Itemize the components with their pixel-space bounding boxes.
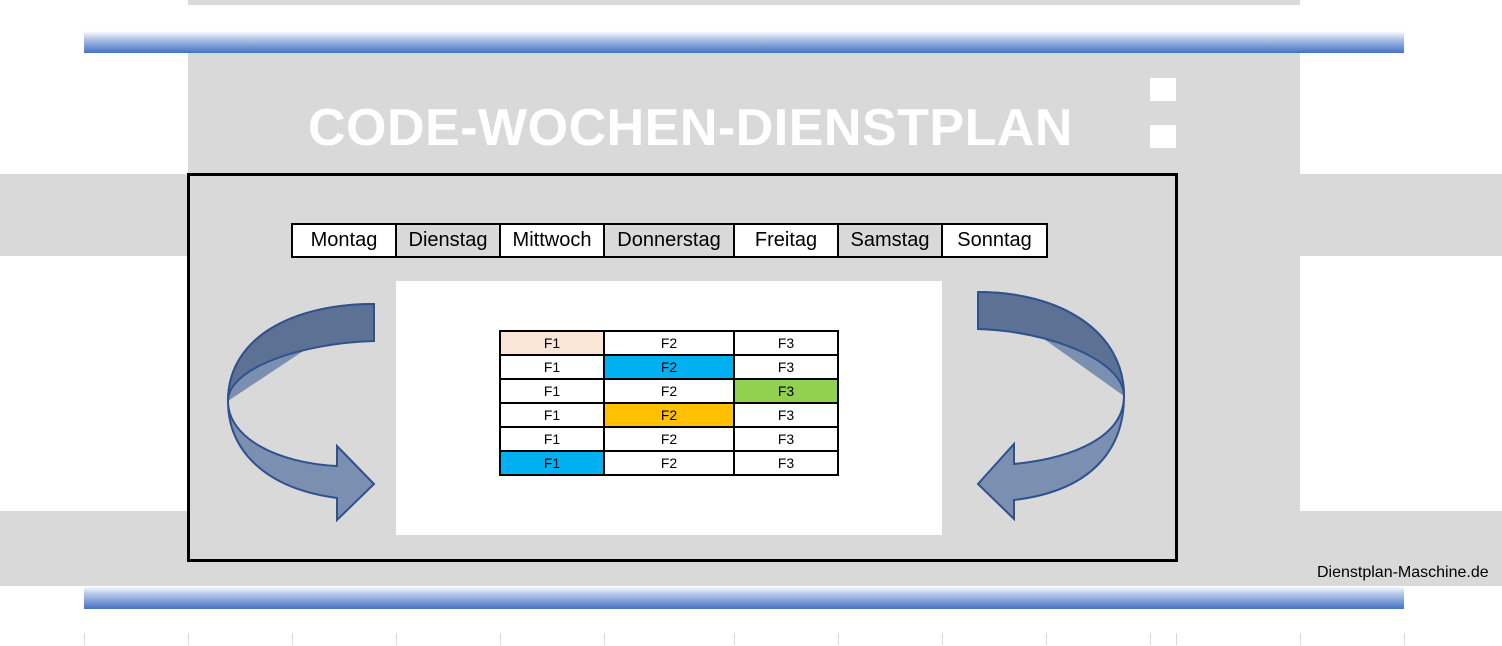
column-tick xyxy=(734,633,735,645)
right-band-bottom xyxy=(1300,511,1502,586)
code-cell[interactable]: F1 xyxy=(499,330,605,356)
column-tick xyxy=(1046,633,1047,645)
column-tick xyxy=(838,633,839,645)
top-divider xyxy=(188,0,1300,5)
header-panel xyxy=(188,53,1300,174)
top-blue-bar xyxy=(84,31,1404,53)
weekday-thursday[interactable]: Donnerstag xyxy=(605,225,735,256)
code-cell[interactable]: F3 xyxy=(733,354,839,380)
code-cell[interactable]: F1 xyxy=(499,378,605,404)
right-column xyxy=(1178,174,1300,586)
bottom-blue-bar xyxy=(84,586,1404,609)
column-tick xyxy=(1300,633,1301,645)
code-cell[interactable]: F2 xyxy=(603,402,735,428)
code-cell[interactable]: F1 xyxy=(499,426,605,452)
code-cell[interactable]: F2 xyxy=(603,354,735,380)
weekday-friday[interactable]: Freitag xyxy=(735,225,839,256)
weekday-tuesday[interactable]: Dienstag xyxy=(397,225,501,256)
weekday-wednesday[interactable]: Mittwoch xyxy=(501,225,605,256)
code-cell[interactable]: F2 xyxy=(603,330,735,356)
code-cell[interactable]: F3 xyxy=(733,426,839,452)
column-tick xyxy=(500,633,501,645)
weekday-sunday[interactable]: Sonntag xyxy=(957,229,1032,251)
column-tick xyxy=(292,633,293,645)
code-cell[interactable]: F1 xyxy=(499,450,605,476)
code-cell[interactable]: F1 xyxy=(499,402,605,428)
page-title: CODE-WOCHEN-DIENSTPLAN xyxy=(308,99,1073,157)
footer-website: Dienstplan-Maschine.de xyxy=(1317,564,1489,581)
code-cell[interactable]: F2 xyxy=(603,378,735,404)
weekday-monday[interactable]: Montag xyxy=(293,225,397,256)
bottom-strip xyxy=(188,562,1178,586)
code-cell[interactable]: F3 xyxy=(733,330,839,356)
column-tick xyxy=(188,633,189,645)
column-tick xyxy=(1150,633,1151,645)
code-cell[interactable]: F1 xyxy=(499,354,605,380)
white-square-1 xyxy=(1150,78,1176,101)
column-tick xyxy=(604,633,605,645)
left-rotate-arrow-icon xyxy=(226,302,376,523)
white-square-2 xyxy=(1150,125,1176,148)
code-cell[interactable]: F2 xyxy=(603,426,735,452)
weekday-saturday[interactable]: Samstag xyxy=(839,225,943,256)
code-cell[interactable]: F3 xyxy=(733,378,839,404)
right-band-top xyxy=(1300,174,1502,256)
left-band-bottom xyxy=(0,511,188,586)
column-tick xyxy=(1176,633,1177,645)
weekday-row: Montag Dienstag Mittwoch Donnerstag Frei… xyxy=(291,223,1048,258)
code-cell[interactable]: F3 xyxy=(733,402,839,428)
code-cell[interactable]: F3 xyxy=(733,450,839,476)
column-tick xyxy=(1404,633,1405,645)
column-tick xyxy=(396,633,397,645)
left-band-top xyxy=(0,174,188,256)
code-cell[interactable]: F2 xyxy=(603,450,735,476)
column-tick xyxy=(84,633,85,645)
right-rotate-arrow-icon xyxy=(976,290,1126,522)
column-tick xyxy=(942,633,943,645)
